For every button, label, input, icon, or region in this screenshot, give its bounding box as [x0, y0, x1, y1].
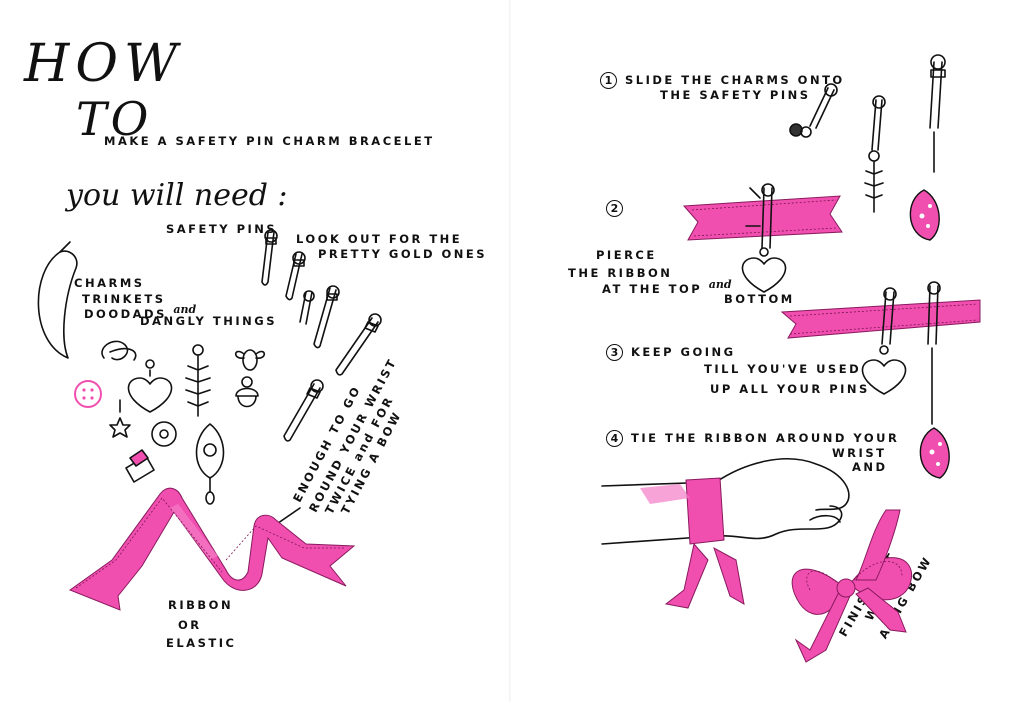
step4-line3: AND: [852, 460, 888, 474]
need-heading: you will need :: [66, 178, 288, 213]
step4-text-line1: TIE THE RIBBON AROUND YOUR: [631, 431, 900, 445]
charms-line3-b: and: [173, 303, 197, 316]
left-page: HOW TO MAKE A SAFETY PIN CHARM BRACELET …: [24, 34, 488, 650]
ribbon-label-line3: ELASTIC: [166, 636, 237, 650]
safety-pins-illustration: [37, 229, 382, 611]
step2-line4: BOTTOM: [724, 292, 795, 306]
step2-number: 2: [606, 200, 623, 217]
safety-pin-icon: [927, 281, 941, 425]
safety-pin-icon: [283, 379, 324, 442]
ribbon-icon: [68, 487, 356, 611]
step4-line2: WRIST: [832, 446, 887, 460]
wrist-ribbon-icon: [640, 477, 745, 609]
step3-line2: TILL YOU'VE USED: [704, 362, 862, 376]
ribbon-icon: [780, 299, 981, 339]
acorn-charm-icon: [235, 376, 259, 408]
step4-number: 4: [606, 430, 623, 447]
hand-icon: [601, 458, 850, 545]
step1-text-line1: SLIDE THE CHARMS ONTO: [625, 73, 845, 87]
shell-charm-icon: [919, 427, 950, 479]
step2-line3-b: and: [708, 278, 732, 291]
safety-pin-icon: [299, 290, 315, 325]
shell-charm-icon: [909, 189, 940, 241]
page-gutter: [509, 0, 511, 702]
ribbon-label-line2: OR: [178, 618, 202, 632]
safety-pin-icon: [261, 229, 278, 286]
star-charm-icon: [109, 399, 131, 438]
title-to: TO: [76, 92, 153, 146]
safety-pin-icon: [745, 183, 775, 249]
charms-line4: DANGLY THINGS: [140, 314, 277, 328]
step3-number: 3: [606, 344, 623, 361]
safety-pin-icon: [285, 251, 306, 301]
safety-pin-icon: [313, 285, 340, 349]
charms-line2: TRINKETS: [82, 292, 166, 306]
safety-pin-icon: [929, 54, 946, 173]
ribbon-label-line1: RIBBON: [168, 598, 234, 612]
step2-line2: THE RIBBON: [568, 266, 673, 280]
button-charm-icon: [74, 380, 102, 408]
charms-line3-a: DOODADS: [84, 307, 167, 321]
charms-line1: CHARMS: [74, 276, 145, 290]
charms-line3: DOODADS and: [84, 303, 196, 321]
bow-icon: [791, 509, 912, 663]
step2-line3: AT THE TOP and: [602, 278, 732, 296]
heart-charm-icon: [741, 247, 787, 293]
bee-charm-icon: [234, 349, 266, 371]
safety-pin-icon: [789, 83, 838, 138]
snake-charm-icon: [101, 340, 137, 361]
step2-line3-a: AT THE TOP: [602, 282, 703, 296]
step2-line1: PIERCE: [596, 248, 657, 262]
step1-line2: THE SAFETY PINS: [660, 88, 811, 102]
safety-pins-label: SAFETY PINS: [166, 222, 278, 236]
lipstick-charm-icon: [125, 449, 155, 483]
banana-charm-icon: [37, 241, 78, 359]
step4-line1: 4 TIE THE RIBBON AROUND YOUR: [606, 430, 899, 447]
step3-text-line1: KEEP GOING: [631, 345, 736, 359]
safety-pin-icon: [861, 287, 907, 395]
step1-number: 1: [600, 72, 617, 89]
steps-illustration: [601, 54, 981, 663]
safety-pin-icon: [864, 95, 886, 213]
step2-number-wrap: 2: [606, 200, 631, 217]
step3-line1: 3 KEEP GOING: [606, 344, 736, 361]
pins-note-line2: PRETTY GOLD ONES: [318, 247, 488, 261]
safety-pin-icon: [335, 313, 382, 376]
leaf-charm-icon: [185, 344, 211, 417]
subtitle: MAKE A SAFETY PIN CHARM BRACELET: [104, 134, 435, 148]
heart-charm-icon: [127, 359, 173, 413]
pins-note-line1: LOOK OUT FOR THE: [296, 232, 463, 246]
step3-line3: UP ALL YOUR PINS: [710, 382, 870, 396]
donut-charm-icon: [151, 421, 177, 447]
step1-line1: 1 SLIDE THE CHARMS ONTO: [600, 72, 845, 89]
title-how: HOW: [24, 34, 184, 94]
filigree-charm-icon: [195, 423, 225, 505]
right-page: 1 SLIDE THE CHARMS ONTO THE SAFETY PINS 2…: [510, 0, 1020, 702]
